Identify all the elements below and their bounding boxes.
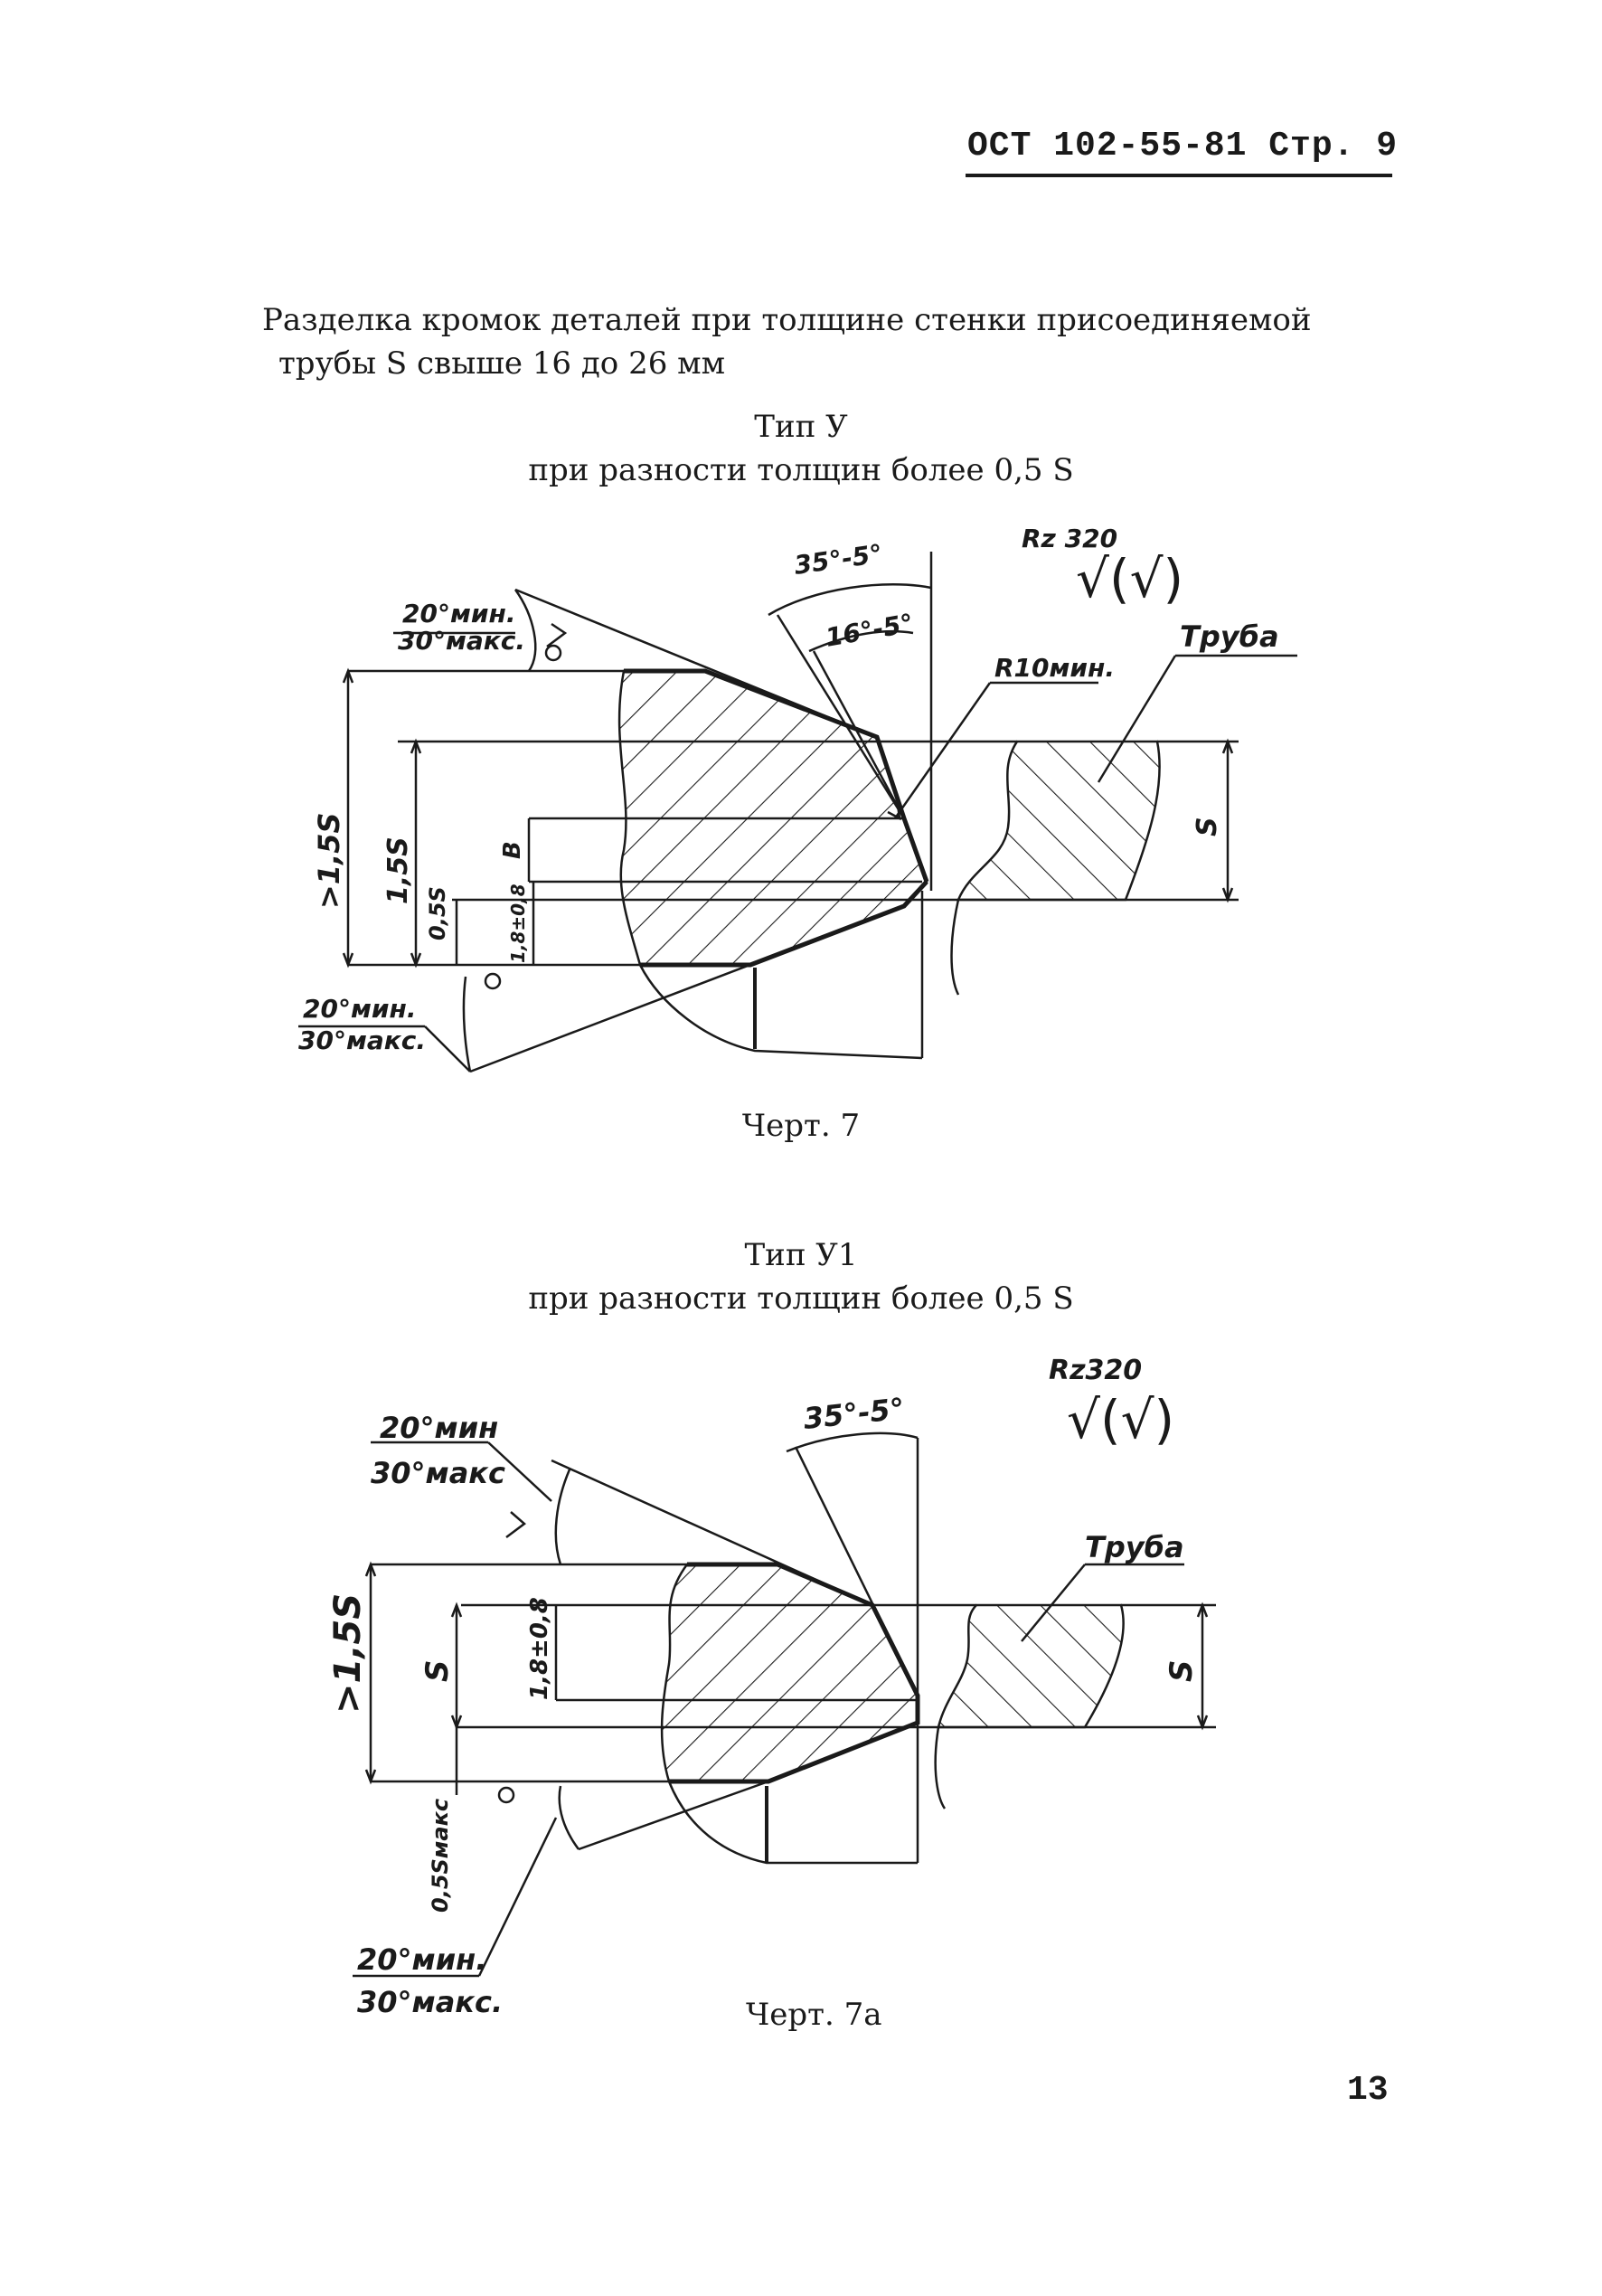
fig7a-angle-top-min: 20°мин [380,1411,498,1445]
fig7-roughness-marks: √(√) [1076,548,1183,609]
fig7a-angle-top-max: 30°макс [371,1456,505,1490]
figure-7-drawing [298,552,1297,1073]
fig7-condition: при разности толщин более 0,5 S [528,452,1074,488]
fig7-roughness: Rz 320 [1022,524,1117,553]
header-underline [966,174,1392,177]
document-reference: ОСТ 102-55-81 Стр. 9 [967,127,1399,165]
figure-7a-drawing [353,1431,1216,1978]
fig7a-dim-s-left: S [419,1660,456,1683]
fig7a-angle-bot-min: 20°мин. [357,1942,486,1977]
fig7-dim-outer: >1,5S [312,812,346,909]
fig7a-dim-outer: >1,5S [327,1593,369,1714]
fig7-dim-b: B [499,841,526,859]
fig7-pipe-section [956,740,1161,902]
fig7-type-label: Тип У [754,409,848,445]
fig7a-caption: Черт. 7а [746,1997,882,2033]
fig7a-angle-bevel: 35°-5° [802,1391,906,1436]
intro-line-2: трубы S свыше 16 до 26 мм [278,345,726,382]
fig7-angle-bevel: 35°-5° [792,539,884,581]
intro-text: Разделка кромок деталей при толщине стен… [262,298,1392,385]
fig7a-pipe-section [937,1603,1125,1729]
intro-line-1: Разделка кромок деталей при толщине стен… [262,302,1312,338]
fig7-dim-half: 0,5S [425,886,450,940]
fig7a-dim-s-right: S [1164,1660,1200,1683]
page-number: 13 [1347,2071,1389,2110]
fig7-pipe-label: Труба [1180,619,1279,654]
fig7a-type-label: Тип У1 [744,1237,858,1273]
fig7a-dim-root: 1,8±0,8 [526,1597,553,1700]
fig7a-roughness: Rz320 [1049,1355,1142,1386]
fig7a-pipe-label: Труба [1085,1530,1184,1564]
fig7-angle-top-max: 30°макс. [398,626,525,656]
fig7a-roughness-marks: √(√) [1067,1389,1174,1450]
fig7-angle-inner: 16°-5° [823,608,915,653]
fig7-dim-s: S [1192,817,1223,836]
fig7a-angle-bot-max: 30°макс. [357,1985,503,2019]
fig7a-dim-offset: 0,5Sмакс [428,1799,453,1913]
fig7-angle-top-min: 20°мин. [402,599,515,628]
fig7-caption: Черт. 7 [741,1108,861,1144]
fig7a-part-section [660,1563,919,1783]
fig7-dim-root: 1,8±0,8 [507,883,529,963]
fig7-angle-bot-min: 20°мин. [303,994,416,1024]
fig7-angle-bot-max: 30°макс. [298,1025,426,1055]
fig7a-condition: при разности толщин более 0,5 S [528,1280,1074,1317]
fig7-radius: R10мин. [994,653,1115,683]
fig7-dim-inner: 1,5S [382,836,414,904]
